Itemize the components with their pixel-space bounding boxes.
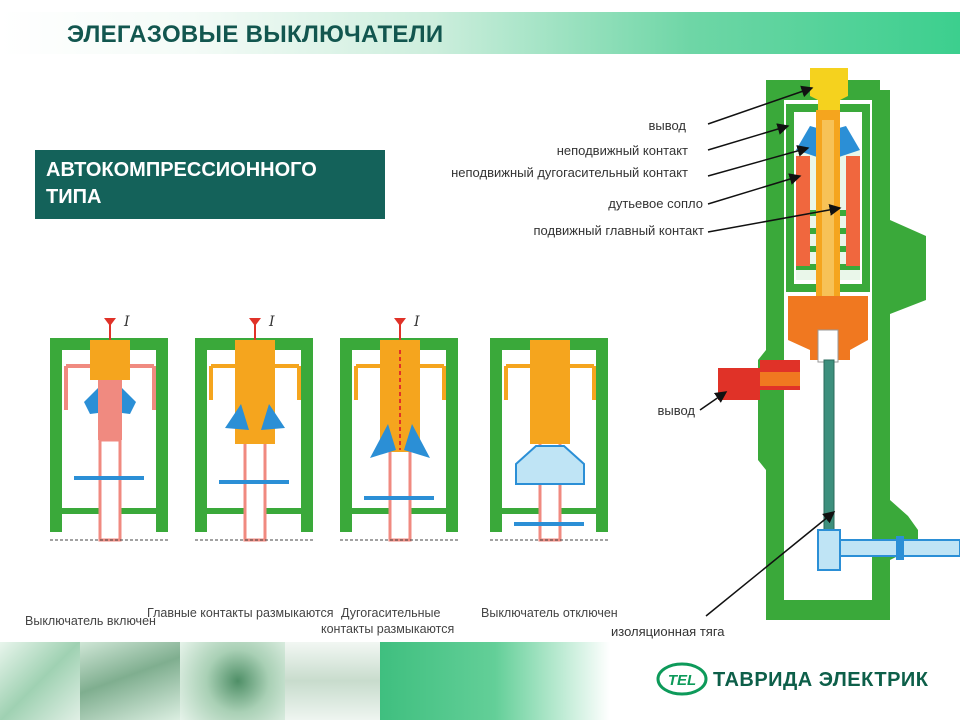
callout-terminal-top: вывод — [648, 118, 686, 133]
header-band — [0, 12, 960, 54]
logo-text: ТАВРИДА ЭЛЕКТРИК — [713, 669, 929, 691]
logo-mark-icon: TEL — [656, 662, 708, 696]
photo-tile-5 — [380, 642, 610, 720]
subtitle-line-2: ТИПА — [46, 186, 102, 208]
subtitle-text: АВТОКОМПРЕССИОННОГО ТИПА — [46, 157, 386, 211]
stage-3-diagram — [338, 318, 460, 542]
logo-mark-text: TEL — [668, 672, 696, 689]
stage-2-caption: Главные контакты размыкаются — [147, 606, 334, 620]
callout-moving-main-contact: подвижный главный контакт — [533, 223, 704, 238]
stage-1-diagram — [48, 318, 170, 542]
callout-fixed-contact: неподвижный контакт — [556, 143, 688, 158]
callout-insulating-rod: изоляционная тяга — [611, 624, 725, 639]
photo-tile-3 — [180, 642, 285, 720]
bottom-photo-strip — [0, 642, 610, 720]
photo-tile-1 — [0, 642, 80, 720]
photo-tile-2 — [80, 642, 180, 720]
subtitle-line-1: АВТОКОМПРЕССИОННОГО — [46, 159, 317, 181]
page-title: ЭЛЕГАЗОВЫЕ ВЫКЛЮЧАТЕЛИ — [67, 21, 444, 48]
stage-3-caption-line-2: контакты размыкаются — [321, 622, 455, 636]
callout-fixed-arc-contact: неподвижный дугогасительный контакт — [451, 165, 688, 180]
subtitle-box — [35, 150, 385, 219]
stage-2-current-label: I — [268, 314, 275, 330]
stage-4-caption: Выключатель отключен — [481, 606, 618, 620]
stage-1-current-label: I — [123, 314, 130, 330]
callout-terminal-side: вывод — [657, 403, 695, 418]
stage-3-current-label: I — [413, 314, 420, 330]
stage-4-diagram — [488, 336, 610, 542]
stage-1-caption: Выключатель включен — [25, 614, 156, 628]
photo-tile-4 — [285, 642, 380, 720]
stage-2-diagram — [193, 318, 315, 542]
callout-blast-nozzle: дутьевое сопло — [608, 196, 703, 211]
stage-3-caption-line-1: Дугогасительные — [341, 606, 441, 620]
